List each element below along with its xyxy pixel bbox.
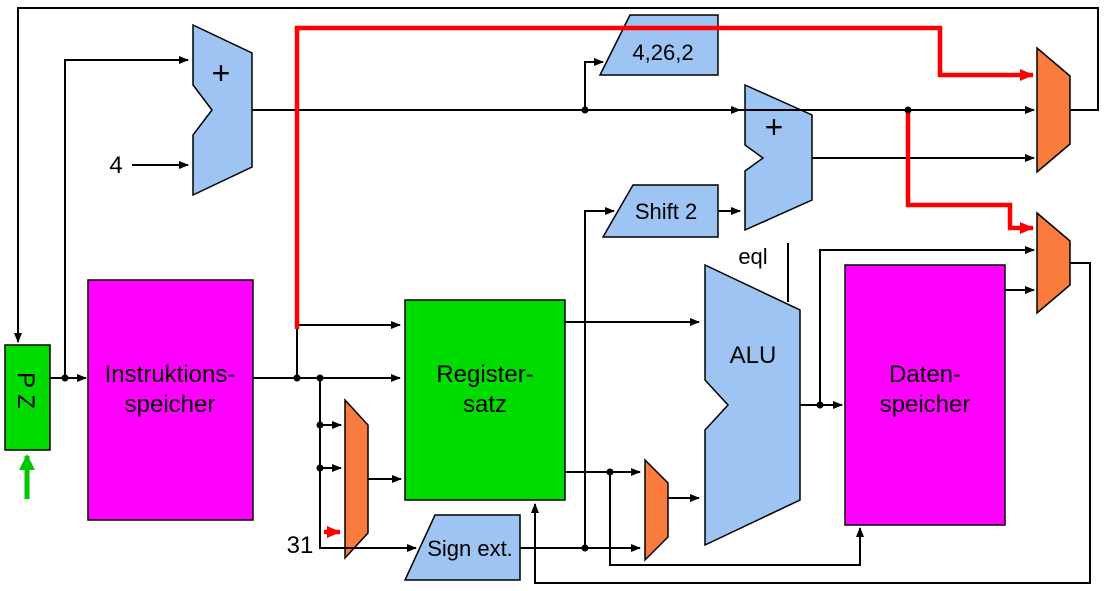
junction-dot [316, 464, 324, 472]
pz-label: P Z [12, 372, 39, 409]
const4-label: 4 [109, 152, 122, 179]
shift2-label: Shift 2 [635, 199, 697, 224]
instruction-memory-label-2: speicher [125, 391, 216, 418]
eql-label: eql [738, 244, 767, 269]
const31-label: 31 [287, 532, 314, 559]
junction-dot [61, 374, 69, 382]
alu-label: ALU [730, 342, 777, 369]
wire-immediate-to-shift2 [584, 207, 615, 548]
data-memory [844, 264, 1006, 526]
junction-dot [904, 106, 912, 114]
wire-alu-result-to-writeback-mux [819, 246, 1035, 405]
mux-write-register [344, 398, 369, 560]
branch-adder [744, 83, 813, 232]
alu [704, 263, 801, 547]
mux-writeback [1036, 211, 1071, 315]
junction-dot [581, 106, 589, 114]
wire-instruction-to-sign-extend [319, 378, 417, 552]
sign-extend [403, 514, 521, 581]
pz-register [4, 344, 51, 451]
branch-adder-plus: + [765, 109, 784, 145]
junction-dot [316, 421, 324, 429]
sign-extend-label: Sign ext. [427, 536, 513, 561]
shift-left-2 [601, 184, 719, 238]
register-file-label-1: Register- [436, 361, 533, 388]
junction-dot [316, 374, 324, 382]
junction-dot [293, 374, 301, 382]
register-file [404, 299, 566, 501]
mux-next-pc [1036, 46, 1071, 174]
jump-concat-label: 4,26,2 [632, 40, 693, 65]
wire-nextpc-to-pz [14, 7, 1099, 343]
register-file-label-2: satz [463, 391, 507, 418]
junction-dots [61, 106, 912, 552]
wire-instruction-readreg1 [296, 321, 401, 378]
instruction-memory-label-1: Instruktions- [105, 361, 236, 388]
wire-pc-plus4-to-concat [584, 58, 604, 110]
junction-dot [581, 544, 589, 552]
mux-alu-src [644, 458, 669, 562]
wire-writeback-to-register-file [531, 262, 1091, 584]
wire-pz-to-pc-adder [64, 56, 189, 378]
junction-dot [606, 468, 614, 476]
instruction-memory [87, 279, 254, 521]
wire-jump-address-red [294, 25, 1034, 329]
pc-adder-plus: + [212, 55, 231, 91]
wire-read-data2-to-data-memory [609, 472, 864, 566]
pc-adder [192, 23, 253, 197]
data-memory-label-2: speicher [880, 391, 971, 418]
wire-link-value-red [905, 110, 1034, 234]
data-memory-label-1: Daten- [889, 361, 961, 388]
junction-dot [816, 401, 824, 409]
